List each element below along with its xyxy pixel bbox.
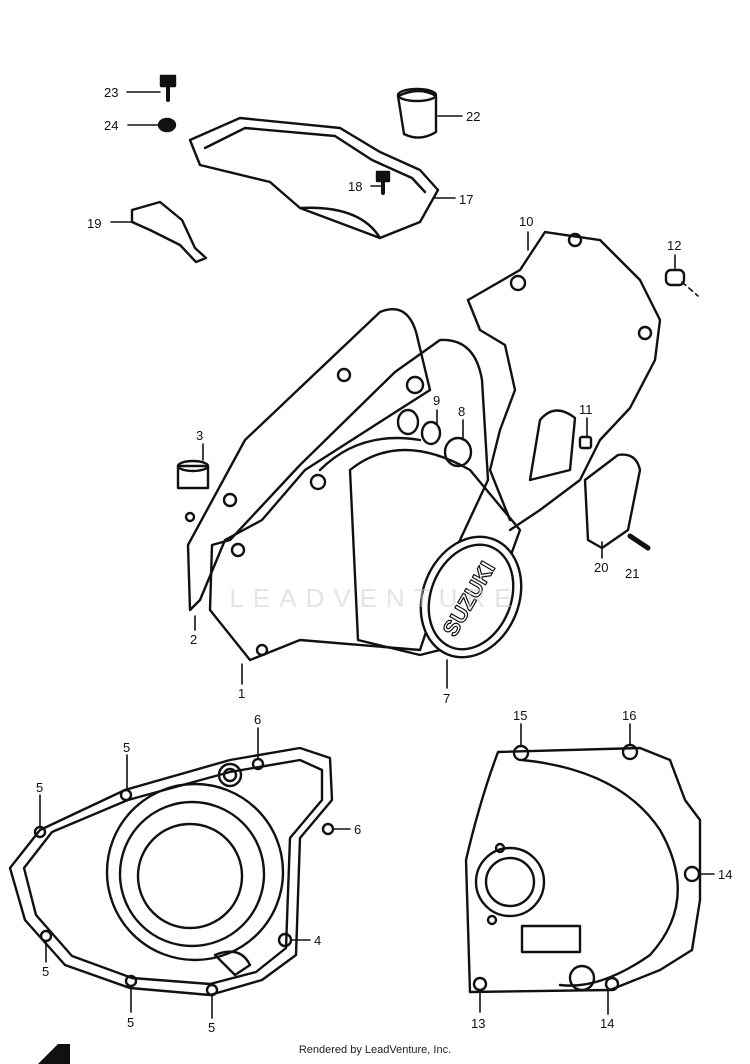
callout-12: 12 bbox=[667, 238, 681, 253]
callout-19: 19 bbox=[87, 216, 101, 231]
cover-20 bbox=[583, 453, 642, 550]
callout-6b: 6 bbox=[354, 822, 361, 837]
cover-plate-17 bbox=[188, 116, 440, 240]
callout-18: 18 bbox=[348, 179, 362, 194]
callout-14b: 14 bbox=[600, 1016, 614, 1031]
callout-21: 21 bbox=[625, 566, 639, 581]
callout-9: 9 bbox=[433, 393, 440, 408]
callout-17: 17 bbox=[459, 192, 473, 207]
screw-21 bbox=[627, 533, 651, 551]
callout-5b: 5 bbox=[36, 780, 43, 795]
callout-5c: 5 bbox=[42, 964, 49, 979]
callout-4: 4 bbox=[314, 933, 321, 948]
gasket-2 bbox=[184, 308, 432, 612]
callout-13: 13 bbox=[471, 1016, 485, 1031]
callout-20: 20 bbox=[594, 560, 608, 575]
cap-7: SUZUKI bbox=[348, 448, 523, 659]
watermark: LEADVENTURE bbox=[229, 583, 521, 613]
screw-18 bbox=[375, 170, 391, 195]
callout-numbers: 23 24 22 18 17 19 10 12 3 9 8 11 20 21 2… bbox=[36, 85, 732, 1035]
bolt-11 bbox=[578, 435, 593, 450]
callout-3: 3 bbox=[196, 428, 203, 443]
callout-1: 1 bbox=[238, 686, 245, 701]
callout-24: 24 bbox=[104, 118, 118, 133]
cap-22 bbox=[396, 87, 438, 139]
callout-10: 10 bbox=[519, 214, 533, 229]
callout-11: 11 bbox=[579, 402, 593, 417]
washer-24 bbox=[157, 117, 177, 133]
callout-16: 16 bbox=[622, 708, 636, 723]
corner-mark bbox=[38, 1044, 70, 1064]
footer-credit: Rendered by LeadVenture, Inc. bbox=[298, 1044, 452, 1056]
plug-8 bbox=[443, 436, 473, 468]
dowel-3 bbox=[176, 459, 210, 490]
leader-lines bbox=[39, 91, 715, 1019]
oil-seal-9 bbox=[396, 408, 442, 446]
callout-15: 15 bbox=[513, 708, 527, 723]
callout-2: 2 bbox=[190, 632, 197, 647]
callout-7: 7 bbox=[443, 691, 450, 706]
callout-5a: 5 bbox=[123, 740, 130, 755]
callout-8: 8 bbox=[458, 404, 465, 419]
bracket-19 bbox=[130, 200, 208, 264]
callout-6a: 6 bbox=[254, 712, 261, 727]
callout-23: 23 bbox=[104, 85, 118, 100]
outer-cover-lower-left bbox=[8, 746, 335, 997]
callout-5d: 5 bbox=[127, 1015, 134, 1030]
callout-22: 22 bbox=[466, 109, 480, 124]
callout-14a: 14 bbox=[718, 867, 732, 882]
dowel-12 bbox=[664, 268, 699, 297]
bolt-23 bbox=[159, 74, 177, 102]
generator-cover-1 bbox=[208, 338, 490, 662]
cover-10 bbox=[466, 230, 662, 532]
callout-5e: 5 bbox=[208, 1020, 215, 1035]
inner-cover-lower-right bbox=[464, 743, 702, 994]
